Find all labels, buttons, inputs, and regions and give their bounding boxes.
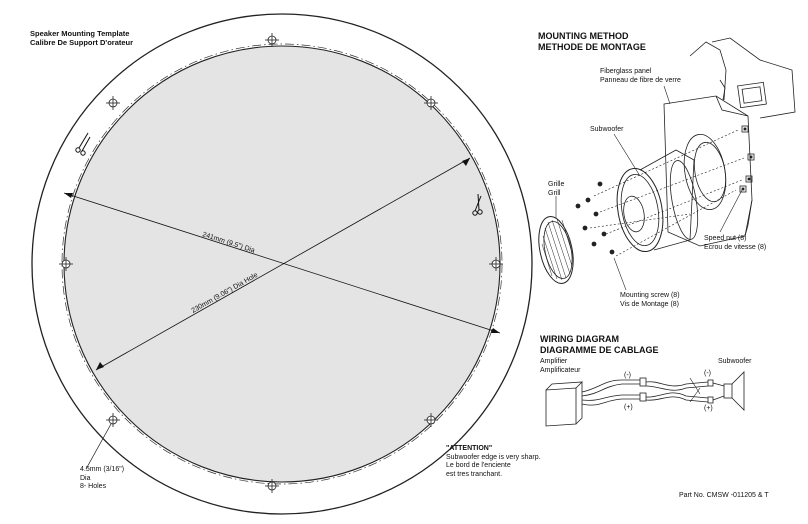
screw-hole-icon xyxy=(265,33,279,47)
grille-icon xyxy=(538,216,574,284)
arrow-icon xyxy=(462,158,470,166)
screw-hole-icon xyxy=(424,96,438,110)
scissors-icon xyxy=(472,193,483,216)
outer-diameter-line xyxy=(63,192,501,334)
subwoofer-label: Subwoofer xyxy=(590,126,624,133)
subwoofer-speaker-icon xyxy=(723,371,745,411)
arrow-icon xyxy=(96,362,104,370)
mounting-diagram xyxy=(538,37,796,291)
screw-hole-icon xyxy=(106,96,120,110)
outer-ring xyxy=(31,13,533,515)
screw-holes xyxy=(59,33,503,493)
arrow-icon xyxy=(491,328,500,333)
cutout-hole xyxy=(63,45,501,483)
wiring-diagram xyxy=(545,371,745,427)
mounting-screw-label: Mounting screw (8) Vis de Montage (8) xyxy=(620,292,680,308)
part-number: Part No. CMSW -011205 & T xyxy=(679,492,769,499)
screw-hole-icon xyxy=(106,413,120,427)
screw-hole-icon xyxy=(424,413,438,427)
screw-hole-icon xyxy=(489,257,503,271)
speed-nut-label: Speed nut (8) Ecrou de vitesse (8) xyxy=(704,235,767,251)
screw-hole-leader xyxy=(85,423,112,470)
fiberglass-panel-label: Fiberglass panel Panneau de fibre de ver… xyxy=(600,68,681,84)
mounting-method-heading: MOUNTING METHOD METHODE DE MONTAGE xyxy=(538,31,646,52)
wire-negative-left-label: (-) xyxy=(624,372,631,379)
wire-negative-right-label: (-) xyxy=(704,370,711,377)
amplifier-label: Amplifier Amplificateur xyxy=(540,358,581,374)
arrow-icon xyxy=(64,193,73,198)
grille-label: Grille Grill xyxy=(548,181,565,197)
screw-hole-icon xyxy=(265,479,279,493)
template-title: Speaker Mounting Template Calibre De Sup… xyxy=(30,29,134,47)
wire-positive-left-label: (+) xyxy=(624,404,633,411)
wire-positive-right-label: (+) xyxy=(704,405,713,412)
screw-hole-label: 4.5mm (3/16") Dia 8- Holes xyxy=(80,466,125,490)
wiring-subwoofer-label: Subwoofer xyxy=(718,358,752,365)
attention-note: "ATTENTION" Subwoofer edge is very sharp… xyxy=(446,445,541,478)
wiring-diagram-heading: WIRING DIAGRAM DIAGRAMME DE CABLAGE xyxy=(540,334,659,355)
hole-diameter-line xyxy=(95,157,471,371)
scissors-icon xyxy=(75,132,91,156)
screw-hole-icon xyxy=(59,257,73,271)
amplifier-icon xyxy=(545,381,584,427)
